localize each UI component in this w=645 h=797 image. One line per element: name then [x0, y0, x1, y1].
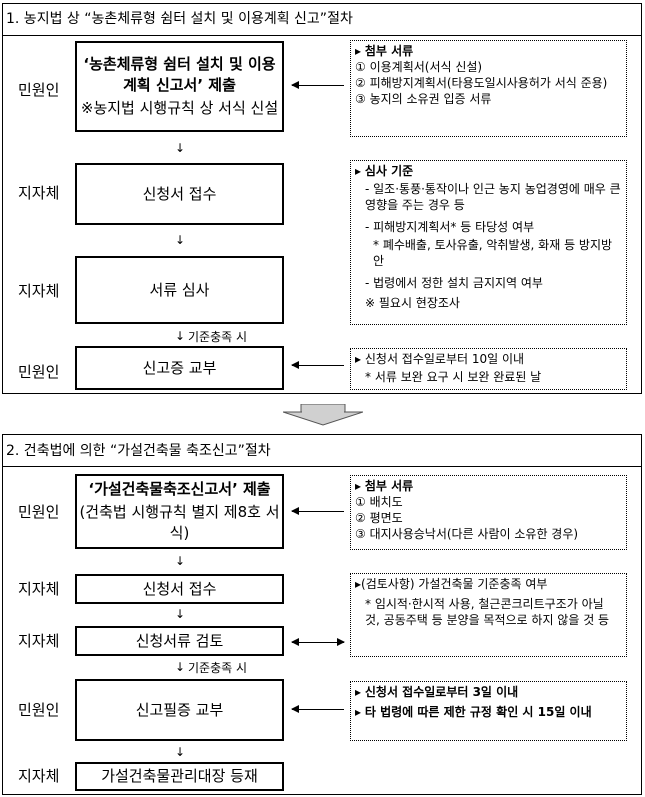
s1-down-arrow-1: ↓ [175, 141, 186, 155]
s2-issue-arrow [291, 705, 344, 713]
s1-review-heading: 심사 기준 [364, 164, 414, 178]
s2-review-line1: (검토사항) 가설건축물 기준충족 여부 [361, 577, 548, 591]
s1-attach-panel: ▸ 첨부 서류 ① 이용계획서(서식 신설) ② 피해방지계획서(타용도일시사용… [350, 40, 627, 137]
s2-review-arrow [291, 638, 345, 646]
s1-review-item-3: * 폐수배출, 토사유출, 악취발생, 화재 등 방지방안 [373, 238, 613, 268]
s1-review-label: 서류 심사 [149, 280, 210, 299]
s1-issue-line1: 신청서 접수일로부터 10일 이내 [364, 352, 525, 366]
s2-actor-1: 민원인 [18, 503, 60, 521]
s2-attach-item-1: ① 배치도 [355, 495, 403, 509]
s1-receive-label: 신청서 접수 [142, 184, 217, 203]
s1-issue-line2: * 서류 보완 요구 시 보완 완료된 날 [365, 370, 542, 384]
s2-actor-5: 지자체 [18, 767, 60, 785]
s1-review-item-1: - 일조·통풍·통작이나 인근 농지 농업경영에 매우 큰 영향을 주는 경우 … [365, 182, 621, 212]
s2-actor-2: 지자체 [18, 580, 60, 598]
s1-submit-note: ※농지법 시행규칙 상 서식 신설 [80, 99, 279, 117]
s2-issue-line1: 신청서 접수일로부터 3일 이내 [364, 685, 519, 699]
s1-submit-box: ‘농촌체류형 쉼터 설치 및 이용계획 신고서’ 제출 ※농지법 시행규칙 상 … [75, 41, 284, 132]
s1-review-bullet: ▸ [355, 164, 362, 178]
s2-attach-panel: ▸ 첨부 서류 ① 배치도 ② 평면도 ③ 대지사용승낙서(다른 사람이 소유한… [350, 475, 627, 550]
s1-attach-item-1: ① 이용계획서(서식 신설) [355, 60, 483, 74]
s1-receive-box: 신청서 접수 [75, 163, 284, 225]
s2-issue-panel: ▸ 신청서 접수일로부터 3일 이내 ▸ 타 법령에 따른 제한 규정 확인 시… [350, 681, 627, 741]
s1-attach-bullet: ▸ [355, 44, 362, 58]
s1-issue-bullet: ▸ [355, 352, 362, 366]
s2-submit-note: (건축법 시행규칙 별지 제8호 서식) [79, 503, 280, 542]
section-transition-arrow [283, 404, 363, 426]
s1-attach-heading: 첨부 서류 [364, 44, 414, 58]
s2-issue-label: 신고필증 교부 [135, 700, 224, 719]
s1-actor-3: 지자체 [18, 282, 60, 300]
section2-frame [2, 434, 642, 795]
s1-actor-4: 민원인 [18, 363, 60, 381]
s2-submit-label: ‘가설건축물축조신고서’ 제출 [88, 480, 271, 498]
s2-attach-bullet: ▸ [355, 479, 362, 493]
s1-down-arrow-3: ↓ [175, 329, 186, 343]
s2-attach-item-2: ② 평면도 [355, 511, 403, 525]
section2-divider [2, 466, 642, 467]
s2-actor-4: 민원인 [18, 701, 60, 719]
s1-issue-panel: ▸ 신청서 접수일로부터 10일 이내 * 서류 보완 요구 시 보완 완료된 … [350, 348, 627, 390]
s2-review-box: 신청서류 검토 [75, 626, 284, 656]
s2-down-arrow-3: ↓ [175, 660, 186, 674]
s1-submit-label: ‘농촌체류형 쉼터 설치 및 이용계획 신고서’ 제출 [83, 55, 276, 94]
s1-issue-box: 신고증 교부 [75, 346, 284, 390]
s2-receive-label: 신청서 접수 [142, 579, 217, 598]
s2-issue-bullet-1: ▸ [355, 685, 362, 699]
s1-review-item-2: - 피해방지계획서* 등 타당성 여부 [365, 220, 535, 234]
s1-attach-arrow [291, 81, 344, 89]
section2-title: 2. 건축법에 의한 “가설건축물 축조신고”절차 [6, 443, 271, 459]
s2-issue-bullet-2: ▸ [355, 705, 362, 719]
s2-review-line2: * 임시적·한시적 사용, 철근콘크리트구조가 아닐 것, 공동주택 등 분양을… [365, 597, 610, 627]
s2-submit-box: ‘가설건축물축조신고서’ 제출 (건축법 시행규칙 별지 제8호 서식) [75, 474, 284, 549]
s2-down-arrow-4: ↓ [175, 745, 186, 759]
s1-issue-arrow [291, 361, 344, 369]
section1-title: 1. 농지법 상 “농촌체류형 쉼터 설치 및 이용계획 신고”절차 [6, 11, 353, 27]
s1-review-panel: ▸ 심사 기준 - 일조·통풍·통작이나 인근 농지 농업경영에 매우 큰 영향… [350, 160, 627, 325]
s1-issue-label: 신고증 교부 [142, 358, 217, 377]
s2-down-arrow-2: ↓ [175, 607, 186, 621]
s2-criteria-label: 기준충족 시 [188, 661, 248, 675]
s2-register-box: 가설건축물관리대장 등재 [75, 762, 284, 791]
s1-criteria-label: 기준충족 시 [188, 330, 248, 344]
s1-review-item-5: ※ 필요시 현장조사 [365, 296, 460, 310]
s2-receive-box: 신청서 접수 [75, 574, 284, 604]
s2-issue-box: 신고필증 교부 [75, 679, 284, 741]
s1-attach-item-2: ② 피해방지계획서(타용도일시사용허가 서식 준용) [355, 76, 608, 90]
s1-actor-1: 민원인 [18, 81, 60, 99]
s1-down-arrow-2: ↓ [175, 233, 186, 247]
s2-actor-3: 지자체 [18, 632, 60, 650]
s1-attach-item-3: ③ 농지의 소유권 입증 서류 [355, 92, 492, 106]
s2-issue-line2: 타 법령에 따른 제한 규정 확인 시 15일 이내 [364, 705, 592, 719]
s1-review-box: 서류 심사 [75, 256, 284, 324]
s1-review-item-4: - 법령에서 정한 설치 금지지역 여부 [365, 276, 543, 290]
s2-attach-arrow [291, 507, 344, 515]
section1-frame [2, 3, 642, 394]
s1-actor-2: 지자체 [18, 184, 60, 202]
s2-attach-item-3: ③ 대지사용승낙서(다른 사람이 소유한 경우) [355, 527, 579, 541]
s2-review-bullet: ▸ [355, 577, 362, 591]
s2-down-arrow-1: ↓ [175, 554, 186, 568]
s2-review-label: 신청서류 검토 [135, 631, 224, 650]
s2-register-label: 가설건축물관리대장 등재 [101, 767, 258, 785]
section1-divider [2, 35, 642, 36]
s2-attach-heading: 첨부 서류 [364, 479, 414, 493]
s2-review-panel: ▸(검토사항) 가설건축물 기준충족 여부 * 임시적·한시적 사용, 철근콘크… [350, 573, 627, 657]
